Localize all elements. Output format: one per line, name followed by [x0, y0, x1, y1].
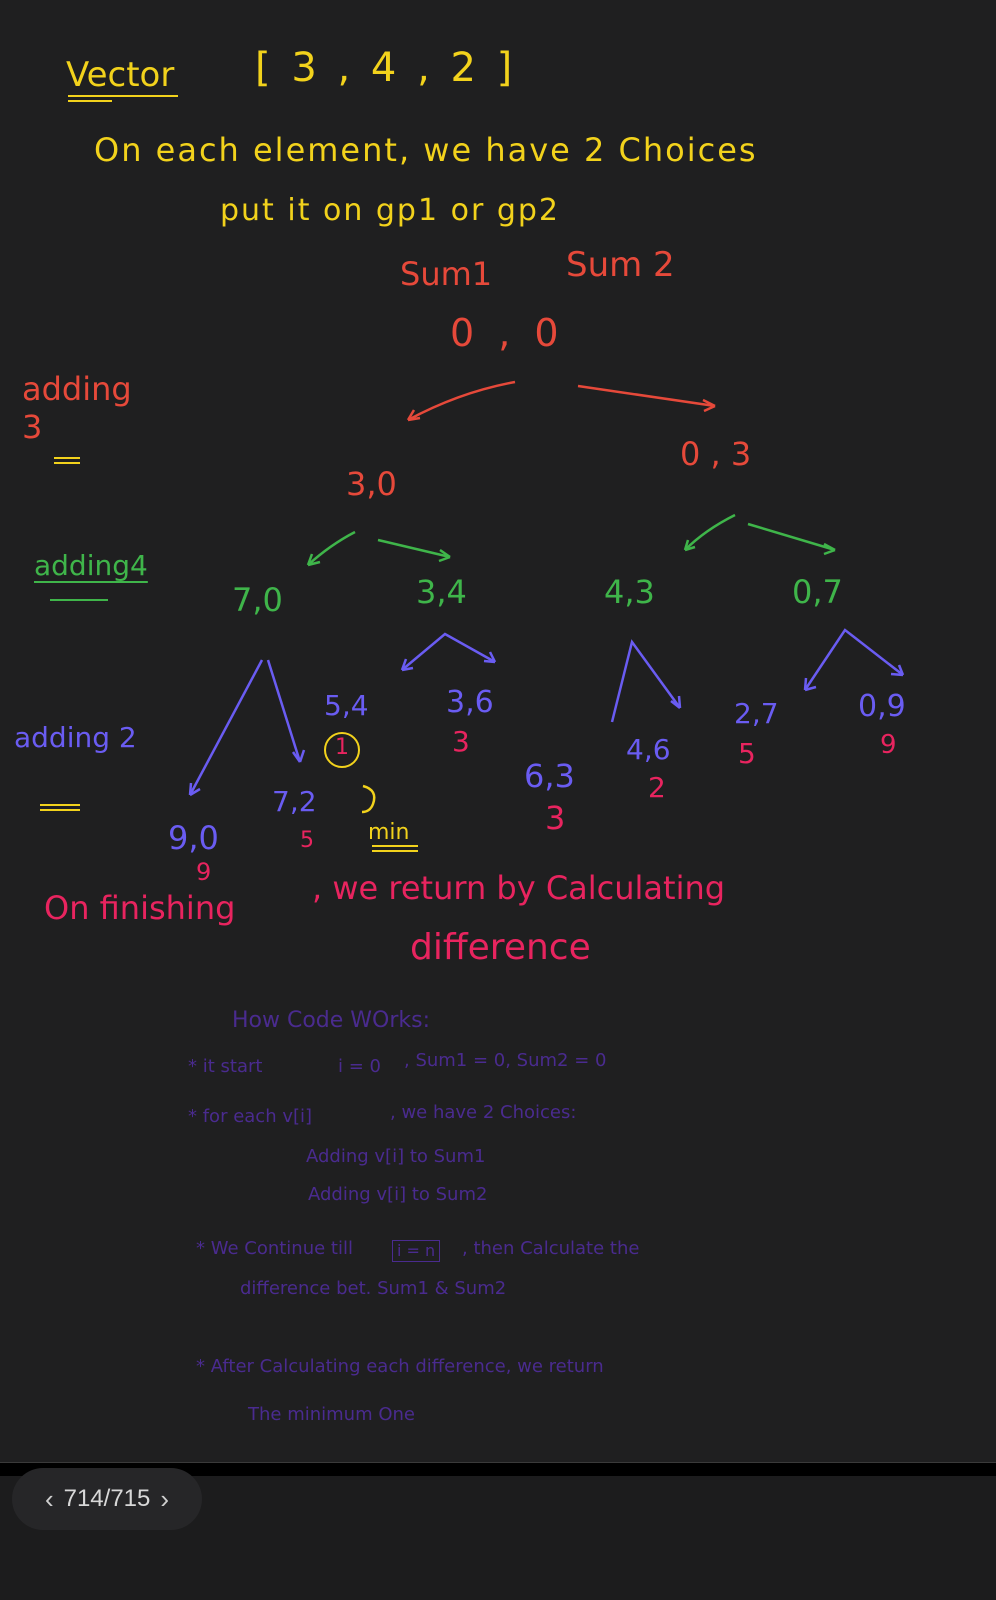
leaf-7-2-diff: 5 — [300, 828, 314, 853]
how-step-3-diff: difference bet. Sum1 & Sum2 — [240, 1278, 507, 1299]
root-node: 0 , 0 — [450, 311, 565, 355]
leaf-7-2: 7,2 — [272, 785, 317, 818]
note-canvas: Vector [ 3 , 4 , 2 ] On each element, we… — [14, 45, 906, 1425]
leaf-3-6: 3,6 — [446, 685, 494, 720]
finish-line-3: difference — [410, 927, 591, 968]
node-3-4: 3,4 — [416, 573, 467, 611]
vector-values: [ 3 , 4 , 2 ] — [255, 45, 517, 91]
tree-edges — [40, 95, 905, 852]
level2-label: adding4 — [34, 549, 148, 582]
leaf-9-0-diff: 9 — [196, 858, 212, 886]
how-step-1-sums: , Sum1 = 0, Sum2 = 0 — [404, 1050, 607, 1071]
how-step-4-min: The minimum One — [248, 1404, 415, 1425]
leaf-6-3: 6,3 — [524, 757, 575, 795]
chevron-right-icon[interactable]: › — [160, 1483, 170, 1514]
node-4-3: 4,3 — [604, 573, 655, 611]
leaf-5-4-diff: 1 — [335, 735, 349, 760]
sum2-label: Sum 2 — [566, 245, 675, 285]
leaf-6-3-diff: 3 — [545, 799, 566, 837]
finish-line-2: , we return by Calculating — [312, 869, 726, 907]
sum1-label: Sum1 — [400, 255, 493, 293]
how-step-4: * After Calculating each difference, we … — [196, 1356, 604, 1377]
page-counter: 714/715 — [63, 1485, 151, 1512]
min-circle — [324, 732, 360, 768]
title: Vector — [66, 55, 175, 95]
divider-bar — [0, 1462, 996, 1477]
node-7-0: 7,0 — [232, 581, 283, 619]
page-navigator: ‹ 714/715 › — [12, 1468, 202, 1530]
choices-line: On each element, we have 2 Choices — [94, 131, 758, 169]
min-label: min — [368, 820, 410, 845]
how-step-2-choices: , we have 2 Choices: — [390, 1102, 577, 1123]
leaf-9-0: 9,0 — [168, 819, 219, 857]
level1-label: adding 3 — [22, 370, 132, 447]
how-step-3-calc: , then Calculate the — [462, 1238, 640, 1259]
leaf-4-6: 4,6 — [626, 733, 671, 766]
leaf-0-9: 0,9 — [858, 689, 906, 724]
how-step-3: * We Continue till — [196, 1238, 353, 1259]
level3-label: adding 2 — [14, 721, 137, 754]
how-step-2-choice-b: Adding v[i] to Sum2 — [308, 1184, 488, 1205]
leaf-2-7-diff: 5 — [738, 737, 756, 770]
leaf-3-6-diff: 3 — [452, 725, 470, 758]
how-step-2-choice-a: Adding v[i] to Sum1 — [306, 1146, 486, 1167]
how-step-2: * for each v[i] — [188, 1106, 313, 1127]
leaf-2-7: 2,7 — [734, 697, 779, 730]
groups-line: put it on gp1 or gp2 — [220, 193, 560, 228]
finish-line-1: On finishing — [44, 889, 236, 927]
leaf-5-4: 5,4 — [324, 689, 369, 722]
chevron-left-icon[interactable]: ‹ — [44, 1483, 54, 1514]
node-0-3: 0 , 3 — [680, 435, 752, 473]
node-3-0: 3,0 — [346, 465, 397, 503]
leaf-0-9-diff: 9 — [880, 730, 897, 760]
how-title: How Code WOrks: — [232, 1008, 431, 1033]
how-step-3-end: i = n — [392, 1240, 441, 1262]
node-0-7: 0,7 — [792, 573, 843, 611]
how-step-1: * it start — [188, 1056, 263, 1077]
how-step-1-index: i = 0 — [338, 1056, 381, 1077]
leaf-4-6-diff: 2 — [648, 771, 666, 804]
